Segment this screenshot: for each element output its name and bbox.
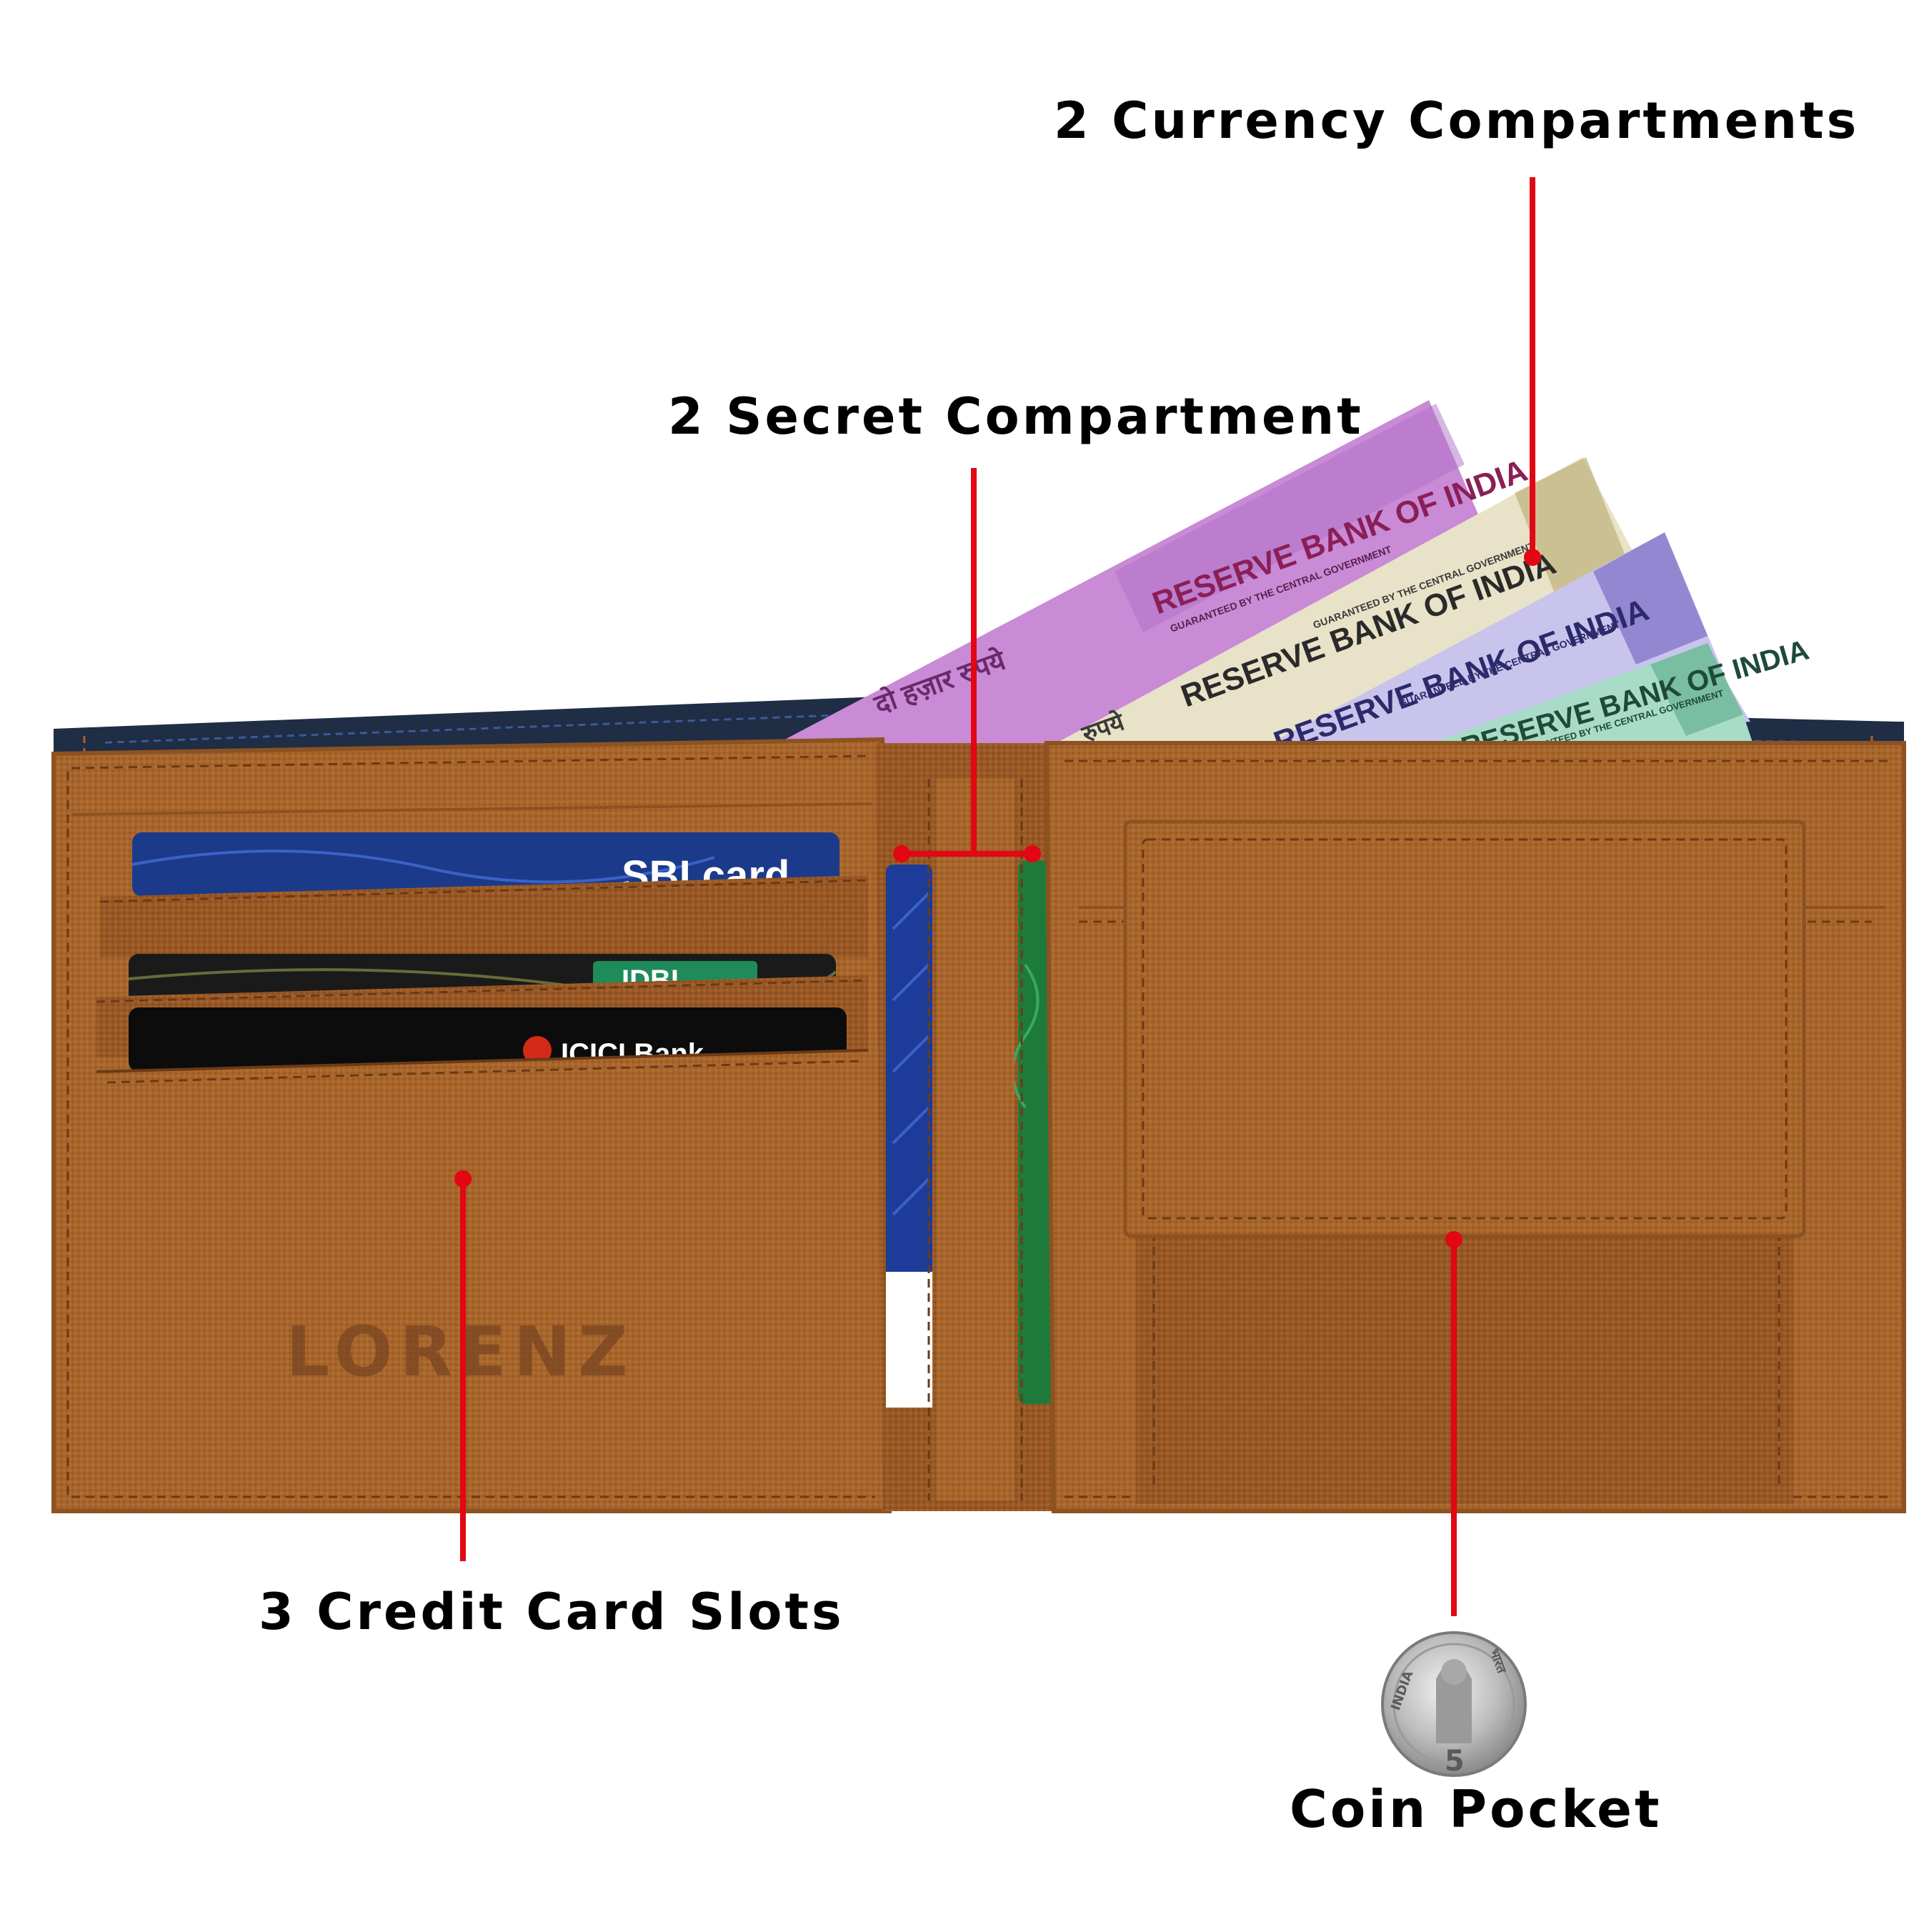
coin-image: 5 INDIA भारत — [1381, 1631, 1527, 1778]
coin-pocket — [1123, 820, 1806, 1504]
callout-lines — [454, 177, 1541, 1616]
brand-emboss-logo: LORENZ — [286, 1312, 635, 1392]
callout-coin-pocket: Coin Pocket — [1290, 1779, 1663, 1839]
wallet-spine — [875, 743, 1054, 1511]
coin-value: 5 — [1445, 1745, 1465, 1778]
callout-credit-card-slots: 3 Credit Card Slots — [259, 1583, 844, 1641]
callout-currency-compartments: 2 Currency Compartments — [1054, 91, 1860, 150]
callout-secret-compartment: 2 Secret Compartment — [668, 387, 1364, 446]
secret-card-green — [1018, 861, 1054, 1404]
coin-pocket-flap — [1123, 820, 1806, 1238]
card-slots-front-pocket: LORENZ — [96, 1049, 872, 1493]
